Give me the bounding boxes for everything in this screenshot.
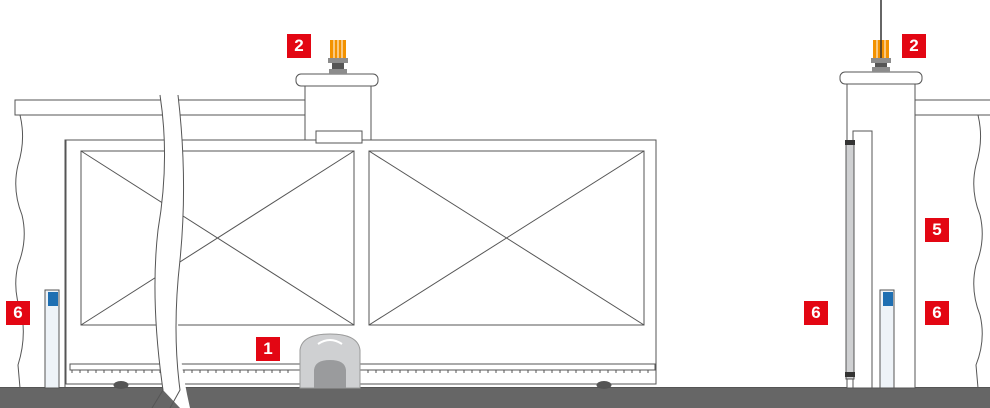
badge-receiver-post: 5	[925, 218, 949, 242]
badge-photocell-right: 6	[925, 301, 949, 325]
ground	[0, 388, 990, 408]
right-wall	[914, 99, 990, 389]
photocell-right	[879, 289, 895, 389]
photocell-left	[44, 289, 60, 389]
badge-motor: 1	[256, 337, 280, 361]
left-pillar	[295, 73, 379, 141]
badge-photocell-middle: 6	[804, 301, 828, 325]
flashing-light-left	[328, 40, 348, 74]
receiving-post	[845, 130, 873, 389]
badge-flashing-light-right: 2	[902, 34, 926, 58]
motor-unit	[299, 333, 361, 389]
flashing-light-right	[871, 40, 891, 72]
badge-photocell-left: 6	[6, 301, 30, 325]
sliding-gate	[65, 130, 657, 389]
badge-flashing-light-left: 2	[287, 34, 311, 58]
wall-break	[151, 94, 190, 408]
